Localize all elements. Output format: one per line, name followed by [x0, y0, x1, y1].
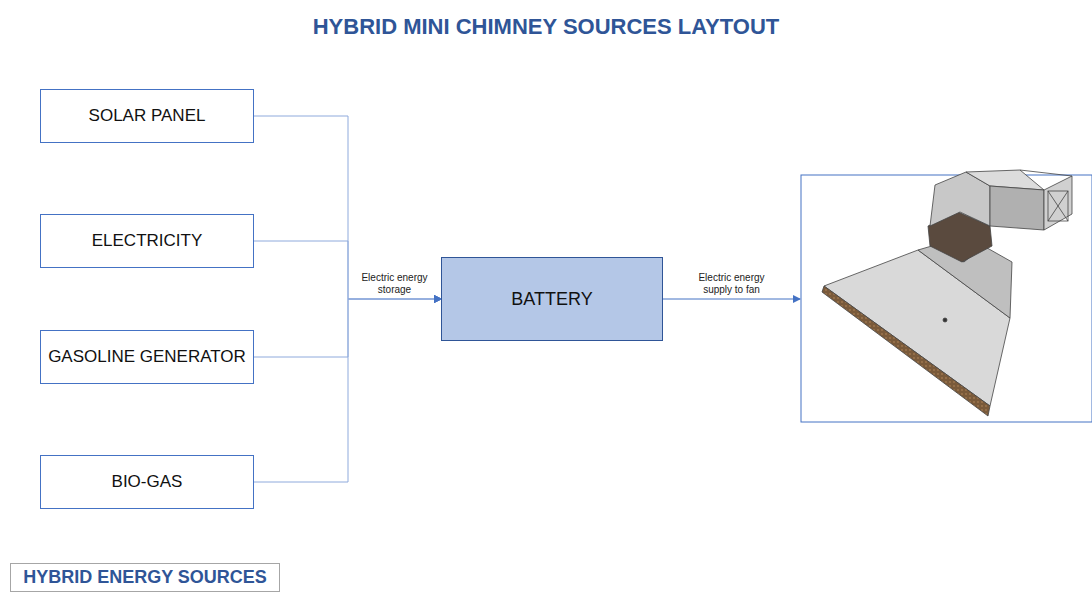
connector — [254, 241, 441, 299]
source-box: SOLAR PANEL — [40, 89, 254, 143]
fan-supply-arrow — [663, 299, 800, 300]
node-text: BIO-GAS — [112, 472, 183, 492]
battery-box: BATTERY — [441, 257, 663, 341]
legend-title-box: HYBRID ENERGY SOURCES — [10, 563, 280, 592]
node-text: HYBRID ENERGY SOURCES — [23, 567, 267, 588]
chimney-hood-drawing — [822, 170, 1072, 416]
source-box: ELECTRICITY — [40, 214, 254, 268]
connector — [254, 116, 441, 299]
source-box: BIO-GAS — [40, 455, 254, 509]
node-text: GASOLINE GENERATOR — [48, 347, 246, 367]
node-text: ELECTRICITY — [92, 231, 203, 251]
node-text: BATTERY — [511, 289, 592, 310]
edge-label: Electric energy storage — [356, 272, 434, 296]
source-box: GASOLINE GENERATOR — [40, 330, 254, 384]
fan-supply-label: Electric energy supply to fan — [687, 272, 777, 296]
connector — [254, 299, 441, 482]
node-text: SOLAR PANEL — [89, 106, 206, 126]
diagram-title: HYBRID MINI CHIMNEY SOURCES LAYTOUT — [0, 14, 1092, 40]
